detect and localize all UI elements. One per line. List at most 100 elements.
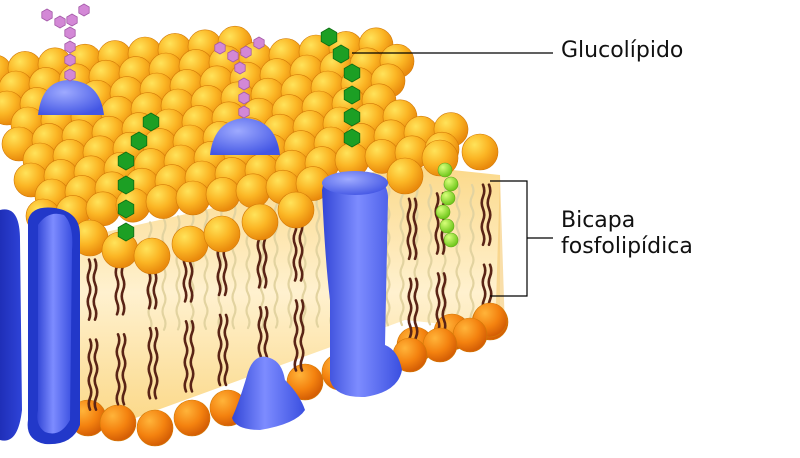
glycoprotein-sugar-icon <box>240 45 252 59</box>
glycolipid-label: Glucolípido <box>561 38 684 63</box>
upper-phospholipid-head <box>175 180 211 216</box>
glycolipid-sugar-icon <box>320 27 338 47</box>
bilayer-label-line1: Bicapa <box>561 208 636 233</box>
upper-phospholipid-head <box>145 184 181 219</box>
glycoprotein-left <box>38 80 104 115</box>
phospholipid-tail <box>434 192 440 255</box>
cholesterol-icon <box>435 162 459 248</box>
glycolipid-sugar-icon <box>343 128 361 148</box>
glycoprotein-center <box>210 118 280 155</box>
cholesterol-ring <box>440 190 456 206</box>
phospholipid-tail <box>86 258 92 321</box>
upper-phospholipid-head-front <box>386 157 424 195</box>
lower-phospholipid-head <box>136 409 174 447</box>
upper-front-heads <box>71 133 499 275</box>
phospholipid-tail <box>292 219 298 282</box>
glycoprotein-sugar-icon <box>238 77 250 91</box>
glycoprotein-sugar-icon <box>64 26 76 40</box>
phospholipid-tail <box>480 183 486 247</box>
glycolipid-sugar-icon <box>343 63 361 83</box>
phospholipid-tail <box>147 326 153 400</box>
phospholipid-tail <box>413 277 419 351</box>
background-tail <box>385 183 391 327</box>
glycolipid-sugar-icon <box>142 112 160 132</box>
glycoprotein-sugar-icon <box>54 15 66 29</box>
cholesterol-ring <box>435 204 451 220</box>
glycoprotein-sugar-icon <box>234 61 246 75</box>
phospholipid-tail <box>486 183 492 247</box>
glycoprotein-sugar-chain-left <box>41 3 90 82</box>
phospholipid-tail <box>293 299 299 372</box>
upper-phospholipid-head <box>205 177 241 212</box>
glycolipid-sugar-icon <box>130 131 148 151</box>
background-tail <box>427 183 433 326</box>
glycoprotein-sugar-icon <box>238 91 250 105</box>
cholesterol-ring <box>443 176 459 192</box>
phospholipid-tail <box>92 258 98 321</box>
glycoprotein-sugar-icon <box>64 68 76 82</box>
lower-phospholipid-head <box>99 404 137 442</box>
upper-phospholipid-head-front <box>461 133 499 171</box>
glycoprotein-sugar-icon <box>78 3 90 17</box>
glycoprotein-sugar-icon <box>238 105 250 119</box>
phospholipid-tail <box>121 333 127 406</box>
glycolipid-sugar-icon <box>117 151 135 171</box>
phospholipid-tail <box>87 338 93 411</box>
glycoprotein-sugar-icon <box>64 40 76 54</box>
glycolipid-sugar-icon <box>343 85 361 105</box>
phospholipid-tail <box>299 299 305 372</box>
phospholipid-tail <box>406 197 412 261</box>
background-tail <box>315 184 321 328</box>
glycoprotein-sugar-chain-center <box>214 36 265 119</box>
glycoprotein-sugar-icon <box>64 53 76 67</box>
side-phospholipid-head <box>452 317 488 353</box>
background-tail <box>455 183 461 325</box>
cholesterol-ring <box>437 162 453 178</box>
phospholipid-tail <box>153 326 159 400</box>
glycolipid-sugar-icon <box>117 199 135 219</box>
glycolipid-chain-back <box>117 112 160 242</box>
phospholipid-tail <box>298 219 304 282</box>
integral-protein-center <box>322 171 402 398</box>
bilayer-label-line2: fosfolipídica <box>561 234 693 260</box>
peripheral-protein <box>232 356 305 430</box>
phospholipid-tail <box>223 313 229 387</box>
glycolipid-sugar-icon <box>117 175 135 195</box>
glycoprotein-sugar-icon <box>253 36 265 50</box>
integral-protein-left <box>0 207 80 445</box>
lower-phospholipid-head <box>173 399 211 437</box>
side-heads <box>392 302 508 373</box>
phospholipid-tail <box>217 313 223 387</box>
upper-phospholipid-head-front <box>203 215 241 253</box>
lower-phospholipid-head <box>286 363 324 401</box>
phospholipid-tail <box>115 333 121 406</box>
side-phospholipid-head <box>422 327 458 363</box>
upper-phospholipid-head <box>235 173 271 209</box>
upper-phospholipid-head-front <box>277 191 315 229</box>
phospholipid-tail <box>183 320 189 393</box>
cholesterol-ring <box>439 218 455 234</box>
glycolipid-chain-front <box>320 27 361 148</box>
upper-phospholipid-head-front <box>133 237 171 275</box>
glycoprotein-sugar-icon <box>41 8 53 22</box>
glycolipid-sugar-icon <box>343 107 361 127</box>
phospholipid-tail <box>407 277 413 351</box>
phospholipid-tail <box>93 338 99 411</box>
glycoprotein-sugar-icon <box>214 41 226 55</box>
upper-phospholipid-head-front <box>241 203 279 241</box>
upper-phospholipid-head-front <box>171 225 209 263</box>
background-tail <box>161 218 167 331</box>
callout-lines <box>352 52 553 297</box>
cholesterol-ring <box>443 232 459 248</box>
glycolipid-sugar-icon <box>332 44 350 64</box>
glycoprotein-sugar-icon <box>66 13 78 27</box>
glycoprotein-sugar-icon <box>227 49 239 63</box>
background-tail <box>399 183 405 327</box>
phospholipid-tail <box>412 197 418 261</box>
phospholipid-tail <box>189 320 195 393</box>
glycolipid-sugar-icon <box>117 222 135 242</box>
phospholipid-bilayer-label: Bicapa fosfolipídica <box>561 208 693 261</box>
background-tail <box>469 183 475 325</box>
